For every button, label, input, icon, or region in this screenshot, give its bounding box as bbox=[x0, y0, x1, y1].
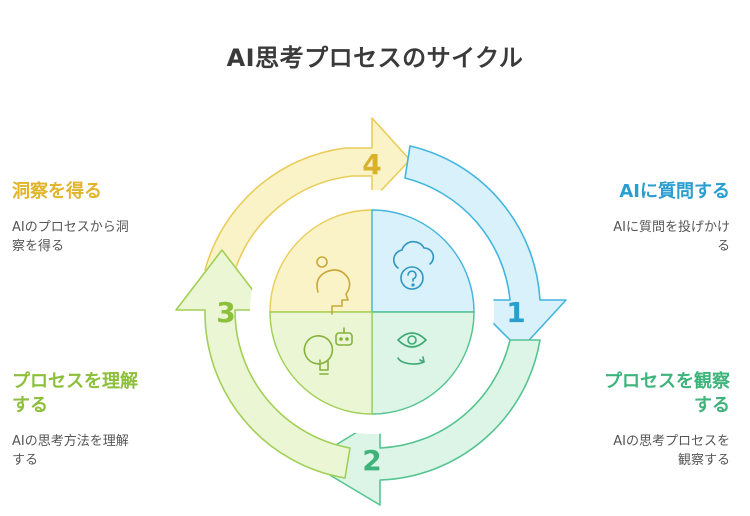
page-title: AI思考プロセスのサイクル bbox=[226, 44, 524, 72]
description-line: 観察する bbox=[677, 453, 730, 468]
eye-cycle-icon bbox=[397, 332, 427, 365]
step-number-1: 1 bbox=[506, 296, 525, 329]
label-gain-insight: 洞察を得る AIのプロセスから洞 察を得る bbox=[12, 180, 182, 256]
user-head-icon bbox=[316, 256, 351, 315]
description-line: 察を得る bbox=[12, 239, 65, 254]
description-line: AIに質問を投げかけ bbox=[613, 220, 730, 235]
heading-observe-process: プロセスを観察 する bbox=[545, 370, 730, 418]
step-number-4: 4 bbox=[362, 148, 381, 181]
step-number-2: 2 bbox=[362, 444, 381, 477]
heading-line: プロセスを理解 bbox=[12, 371, 138, 392]
arrow-step-2 bbox=[307, 339, 541, 506]
lightbulb-robot-icon bbox=[303, 327, 353, 375]
description-line: る bbox=[716, 239, 730, 254]
heading-line: する bbox=[12, 395, 48, 416]
description-ask-ai: AIに質問を投げかけ る bbox=[560, 218, 730, 256]
label-observe-process: プロセスを観察 する AIの思考プロセスを 観察する bbox=[545, 370, 730, 470]
heading-gain-insight: 洞察を得る bbox=[12, 181, 102, 202]
cloud-question-icon bbox=[393, 240, 435, 290]
description-line: AIの思考方法を理解 bbox=[12, 434, 129, 449]
heading-understand-process: プロセスを理解 する bbox=[12, 370, 192, 418]
quadrant-insight bbox=[269, 209, 373, 313]
label-ask-ai: AIに質問する AIに質問を投げかけ る bbox=[560, 180, 730, 256]
heading-line: プロセスを観察 bbox=[604, 371, 730, 392]
arrow-step-4 bbox=[204, 117, 411, 271]
label-understand-process: プロセスを理解 する AIの思考方法を理解 する bbox=[12, 370, 192, 470]
heading-ask-ai: AIに質問する bbox=[619, 181, 730, 202]
heading-line: する bbox=[694, 395, 730, 416]
description-understand-process: AIの思考方法を理解 する bbox=[12, 432, 192, 470]
arrow-step-1 bbox=[404, 145, 567, 351]
arrow-step-3 bbox=[175, 249, 351, 479]
description-gain-insight: AIのプロセスから洞 察を得る bbox=[12, 218, 182, 256]
description-line: する bbox=[12, 453, 39, 468]
description-line: AIの思考プロセスを bbox=[613, 434, 730, 449]
description-line: AIのプロセスから洞 bbox=[12, 220, 129, 235]
description-observe-process: AIの思考プロセスを 観察する bbox=[545, 432, 730, 470]
quadrant-ask bbox=[371, 209, 475, 313]
step-number-3: 3 bbox=[216, 296, 235, 329]
